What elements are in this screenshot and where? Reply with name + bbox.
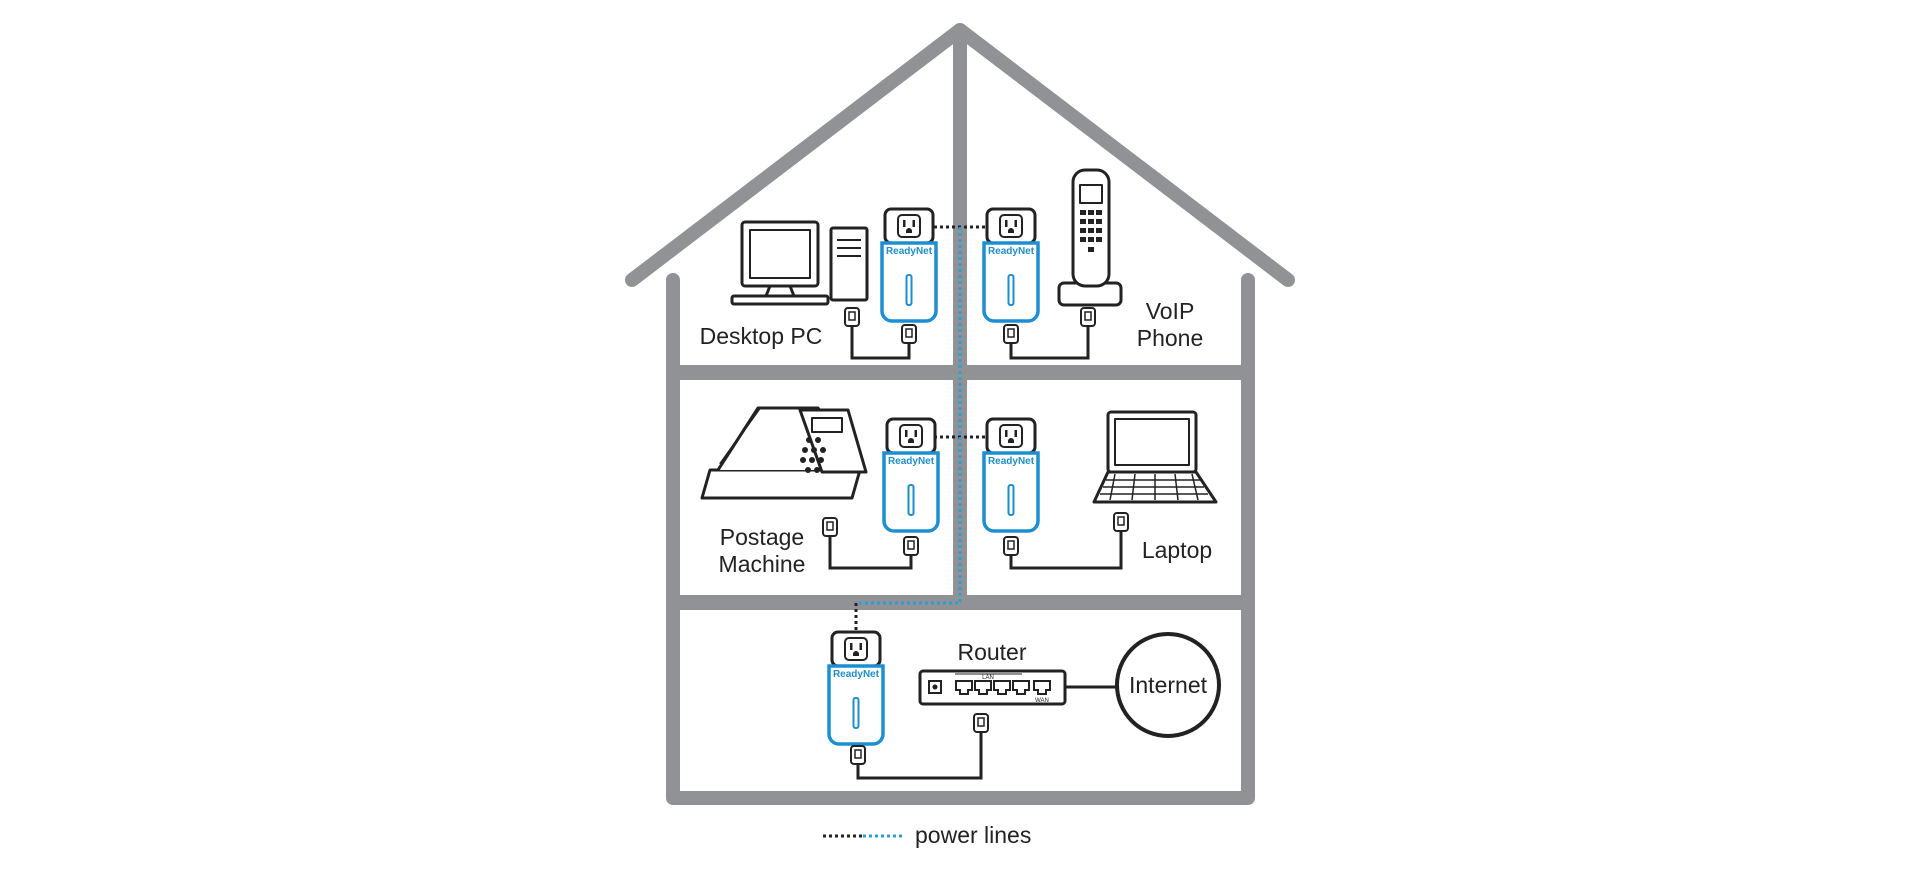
- adapter-brand: ReadyNet: [888, 456, 935, 467]
- internet-circle: [1115, 632, 1221, 738]
- label-desktop-pc: Desktop PC: [700, 323, 823, 349]
- postage-machine-keypad: [800, 437, 826, 473]
- label-voip-line1: VoIP: [1146, 298, 1195, 324]
- adapter-brand: ReadyNet: [886, 246, 933, 257]
- postage-machine-icon: [700, 406, 868, 500]
- label-laptop: Laptop: [1142, 537, 1212, 563]
- power-lines: [854, 225, 986, 632]
- voip-phone-keypad: [1080, 210, 1102, 252]
- label-internet: Internet: [1129, 672, 1208, 698]
- legend: power lines: [823, 822, 1031, 848]
- label-postage-line1: Postage: [720, 524, 804, 550]
- laptop-keyboard: [1100, 473, 1208, 501]
- label-voip-line2: Phone: [1137, 325, 1204, 351]
- router-lan-label: LAN: [982, 675, 994, 681]
- powerline-adapter-top-left: ReadyNet: [880, 207, 938, 323]
- powerline-adapter-mid-left: ReadyNet: [882, 417, 940, 533]
- ethernet-cables: [828, 325, 1123, 780]
- adapter-brand: ReadyNet: [833, 669, 880, 680]
- router-wan-label: WAN: [1035, 698, 1049, 704]
- router-icon: LAN WAN: [918, 669, 1067, 706]
- adapter-brand: ReadyNet: [988, 456, 1035, 467]
- label-postage-line2: Machine: [719, 551, 806, 577]
- powerline-adapter-top-right: ReadyNet: [982, 207, 1040, 323]
- legend-label: power lines: [915, 822, 1031, 848]
- desktop-pc-icon: [730, 220, 869, 306]
- powerline-adapter-ground: ReadyNet: [827, 630, 885, 746]
- powerline-adapter-mid-right: ReadyNet: [982, 417, 1040, 533]
- adapter-brand: ReadyNet: [988, 246, 1035, 257]
- label-router: Router: [957, 639, 1026, 665]
